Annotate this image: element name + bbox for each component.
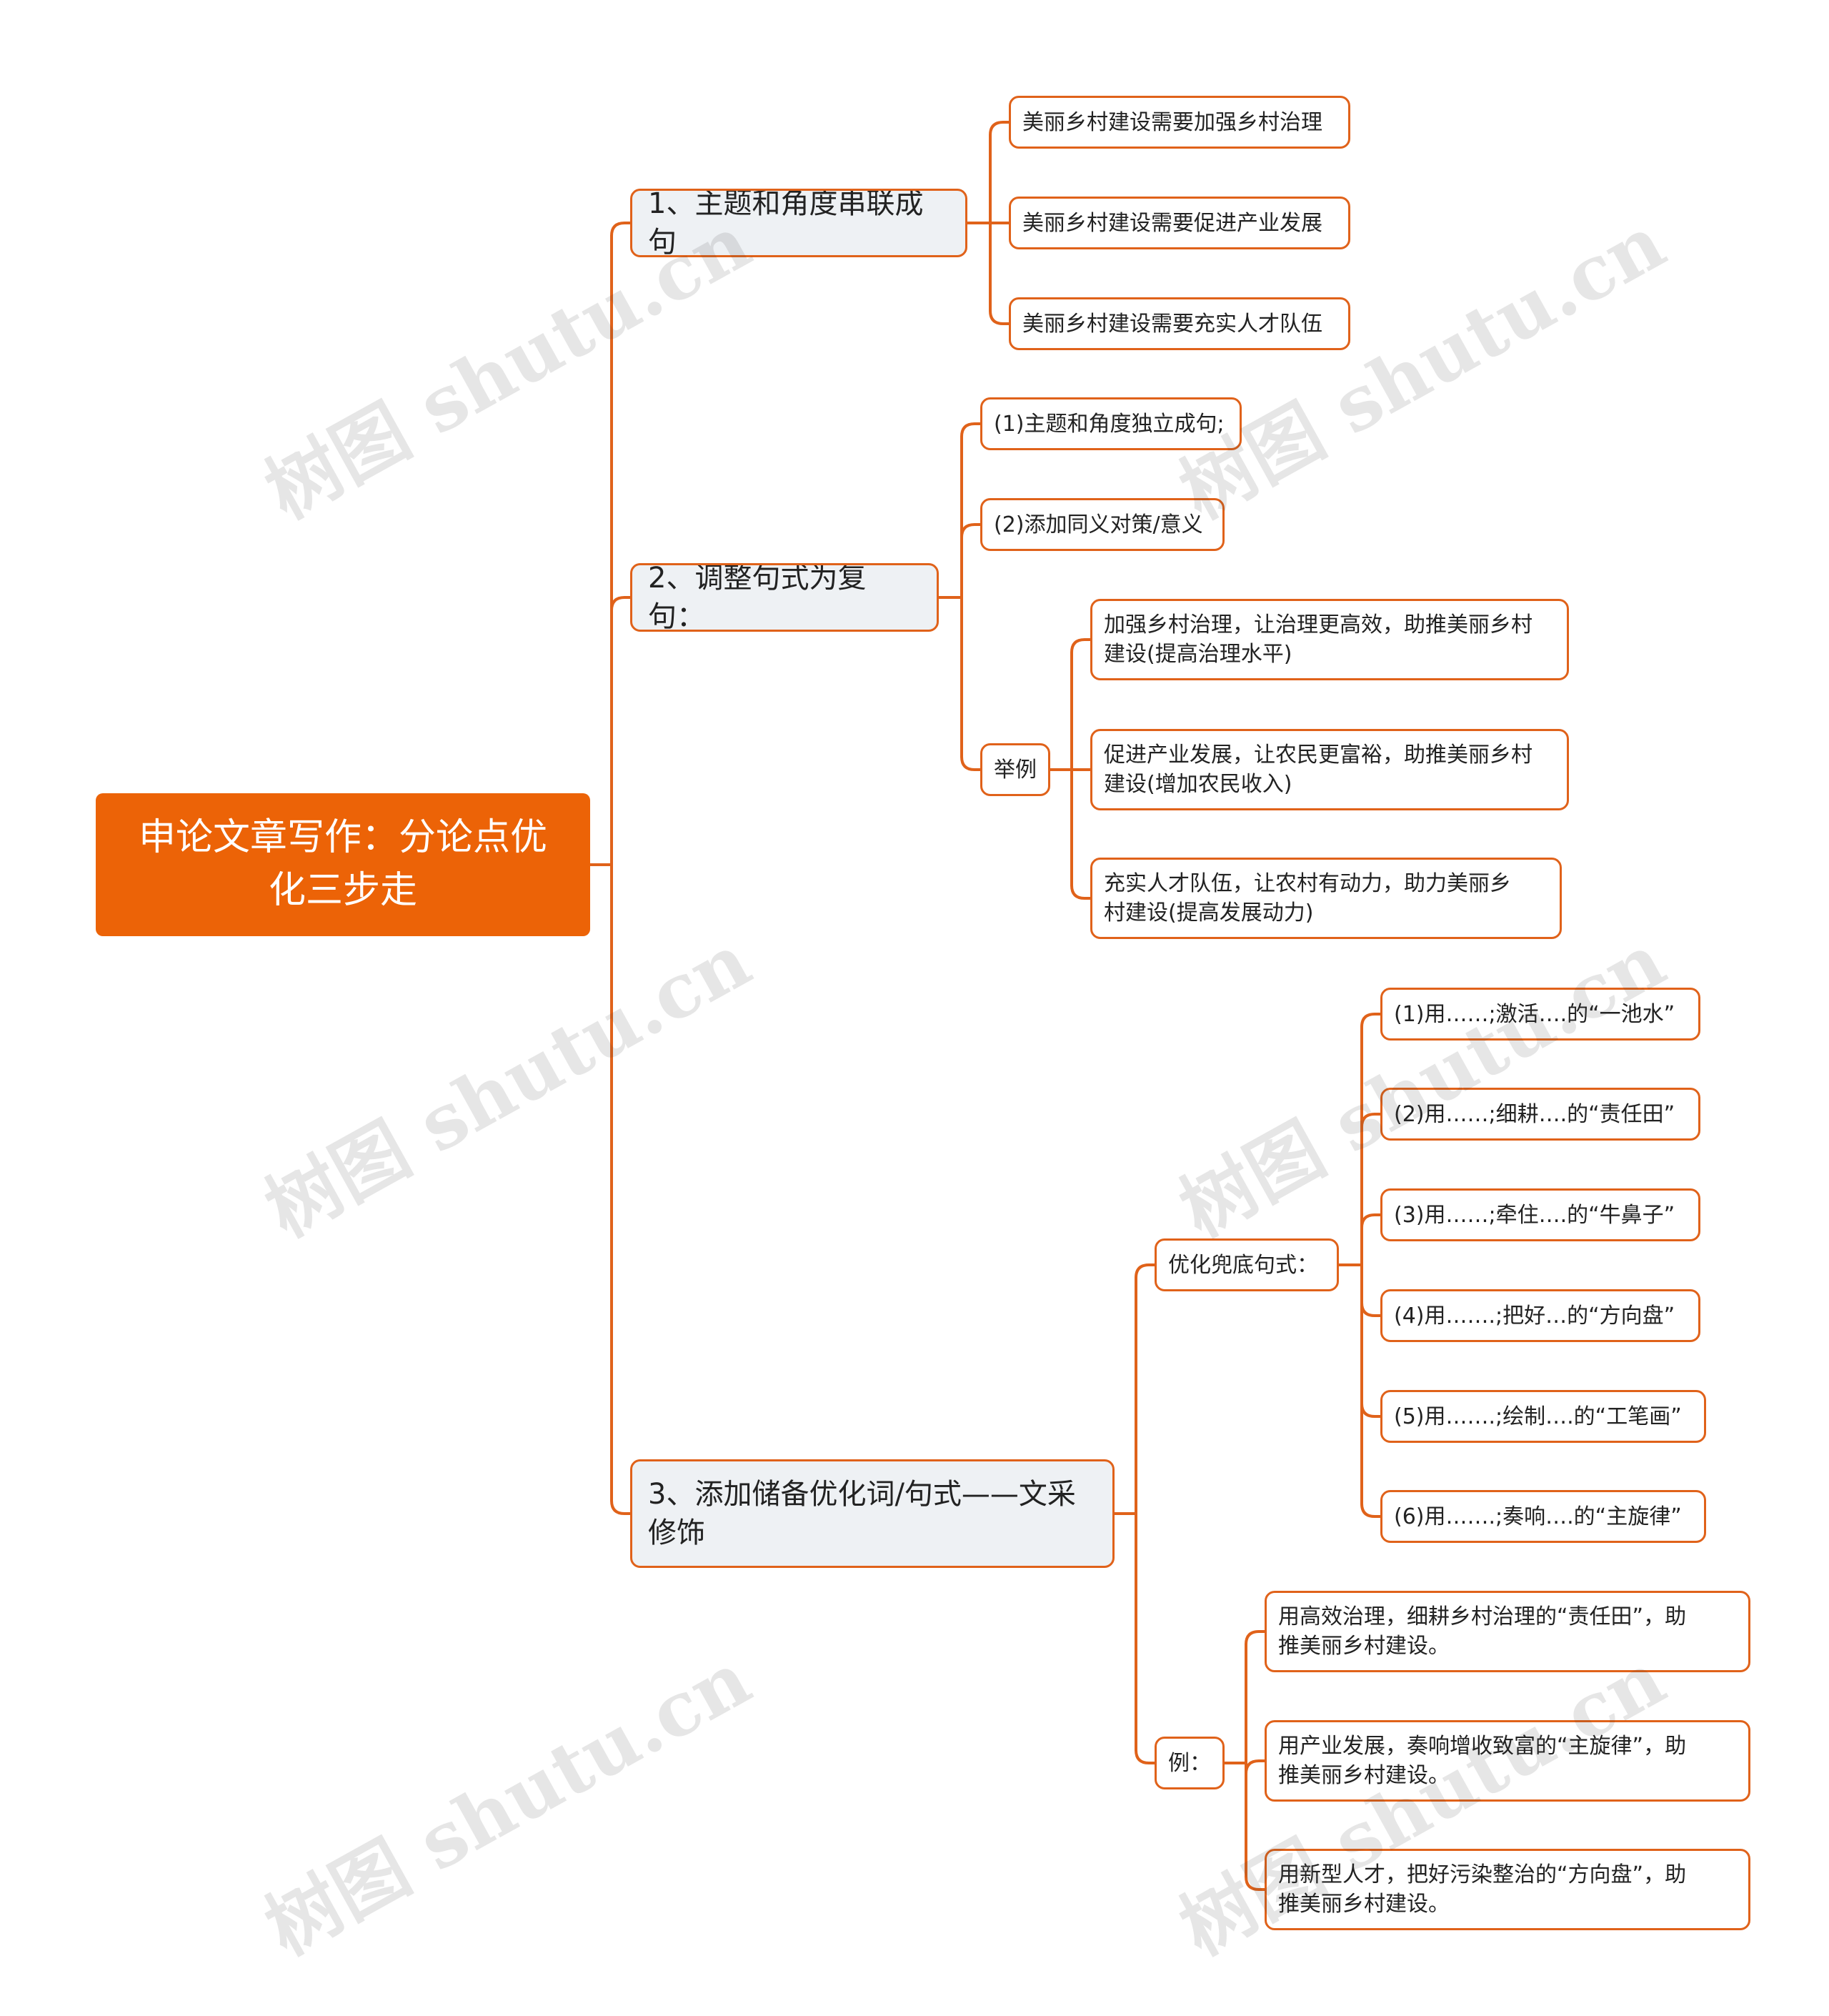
- pattern-connector-link: [1360, 1213, 1382, 1229]
- pattern-connector-link: [1360, 1013, 1382, 1028]
- branch-1-item[interactable]: 美丽乡村建设需要加强乡村治理: [1009, 96, 1350, 149]
- pattern-connector-link: [1360, 1301, 1382, 1317]
- branch-3-connector-link: [1135, 1263, 1156, 1279]
- sentence-pattern-item[interactable]: (5)用…….;绘制….的“工笔画”: [1380, 1390, 1706, 1443]
- branch-1-item[interactable]: 美丽乡村建设需要充实人才队伍: [1009, 297, 1350, 350]
- sentence-pattern-item[interactable]: (6)用…….;奏响….的“主旋律”: [1380, 1490, 1706, 1543]
- branch-2-connector-link: [960, 523, 982, 539]
- branch-3-connector-link: [1135, 1749, 1156, 1764]
- branch-2-item[interactable]: (2)添加同义对策/意义: [980, 498, 1225, 551]
- example-label[interactable]: 举例: [980, 743, 1050, 796]
- root-connector-link: [610, 1499, 632, 1515]
- example-label[interactable]: 例：: [1155, 1737, 1225, 1789]
- branch-2-item[interactable]: (1)主题和角度独立成句;: [980, 397, 1242, 450]
- root-topic[interactable]: 申论文章写作：分论点优 化三步走: [96, 793, 590, 936]
- sentence-pattern-item[interactable]: (4)用…….;把好…的“方向盘”: [1380, 1289, 1700, 1342]
- branch-1-connector-link: [989, 309, 1010, 325]
- sentence-pattern-label[interactable]: 优化兜底句式：: [1155, 1238, 1339, 1291]
- example-2-connector-link: [1245, 1759, 1266, 1775]
- branch-1-connector-link: [989, 121, 1010, 136]
- branch-1-topic[interactable]: 1、主题和角度串联成句: [630, 189, 967, 257]
- sentence-pattern-item[interactable]: (1)用……;激活….的“一池水”: [1380, 988, 1700, 1041]
- example-item[interactable]: 用产业发展，奏响增收致富的“主旋律”，助 推美丽乡村建设。: [1265, 1720, 1750, 1802]
- branch-3-topic[interactable]: 3、添加储备优化词/句式——文采 修饰: [630, 1459, 1115, 1568]
- branch-1-item[interactable]: 美丽乡村建设需要促进产业发展: [1009, 197, 1350, 249]
- pattern-connector-link: [1360, 1113, 1382, 1128]
- example-item[interactable]: 加强乡村治理，让治理更高效，助推美丽乡村 建设(提高治理水平): [1090, 599, 1569, 680]
- sentence-pattern-item[interactable]: (2)用……;细耕….的“责任田”: [1380, 1088, 1700, 1141]
- example-connector-link: [1070, 638, 1092, 654]
- example-item[interactable]: 促进产业发展，让农民更富裕，助推美丽乡村 建设(增加农民收入): [1090, 729, 1569, 810]
- branch-2-topic[interactable]: 2、调整句式为复句：: [630, 563, 939, 632]
- example-item[interactable]: 用高效治理，细耕乡村治理的“责任田”，助 推美丽乡村建设。: [1265, 1591, 1750, 1672]
- root-connector-link: [610, 596, 632, 612]
- example-connector-link: [1070, 884, 1092, 900]
- branch-2-connector-link: [960, 755, 982, 771]
- example-item[interactable]: 充实人才队伍，让农村有动力，助力美丽乡 村建设(提高发展动力): [1090, 858, 1562, 939]
- branch-2-connector-link: [960, 422, 982, 438]
- example-2-connector-link: [1245, 1875, 1266, 1891]
- pattern-connector-link: [1360, 1502, 1382, 1518]
- sentence-pattern-item[interactable]: (3)用……;牵住….的“牛鼻子”: [1380, 1188, 1700, 1241]
- example-item[interactable]: 用新型人才，把好污染整治的“方向盘”，助 推美丽乡村建设。: [1265, 1849, 1750, 1930]
- example-2-connector-link: [1245, 1630, 1266, 1646]
- root-connector-link: [610, 222, 632, 237]
- pattern-connector-link: [1360, 1402, 1382, 1418]
